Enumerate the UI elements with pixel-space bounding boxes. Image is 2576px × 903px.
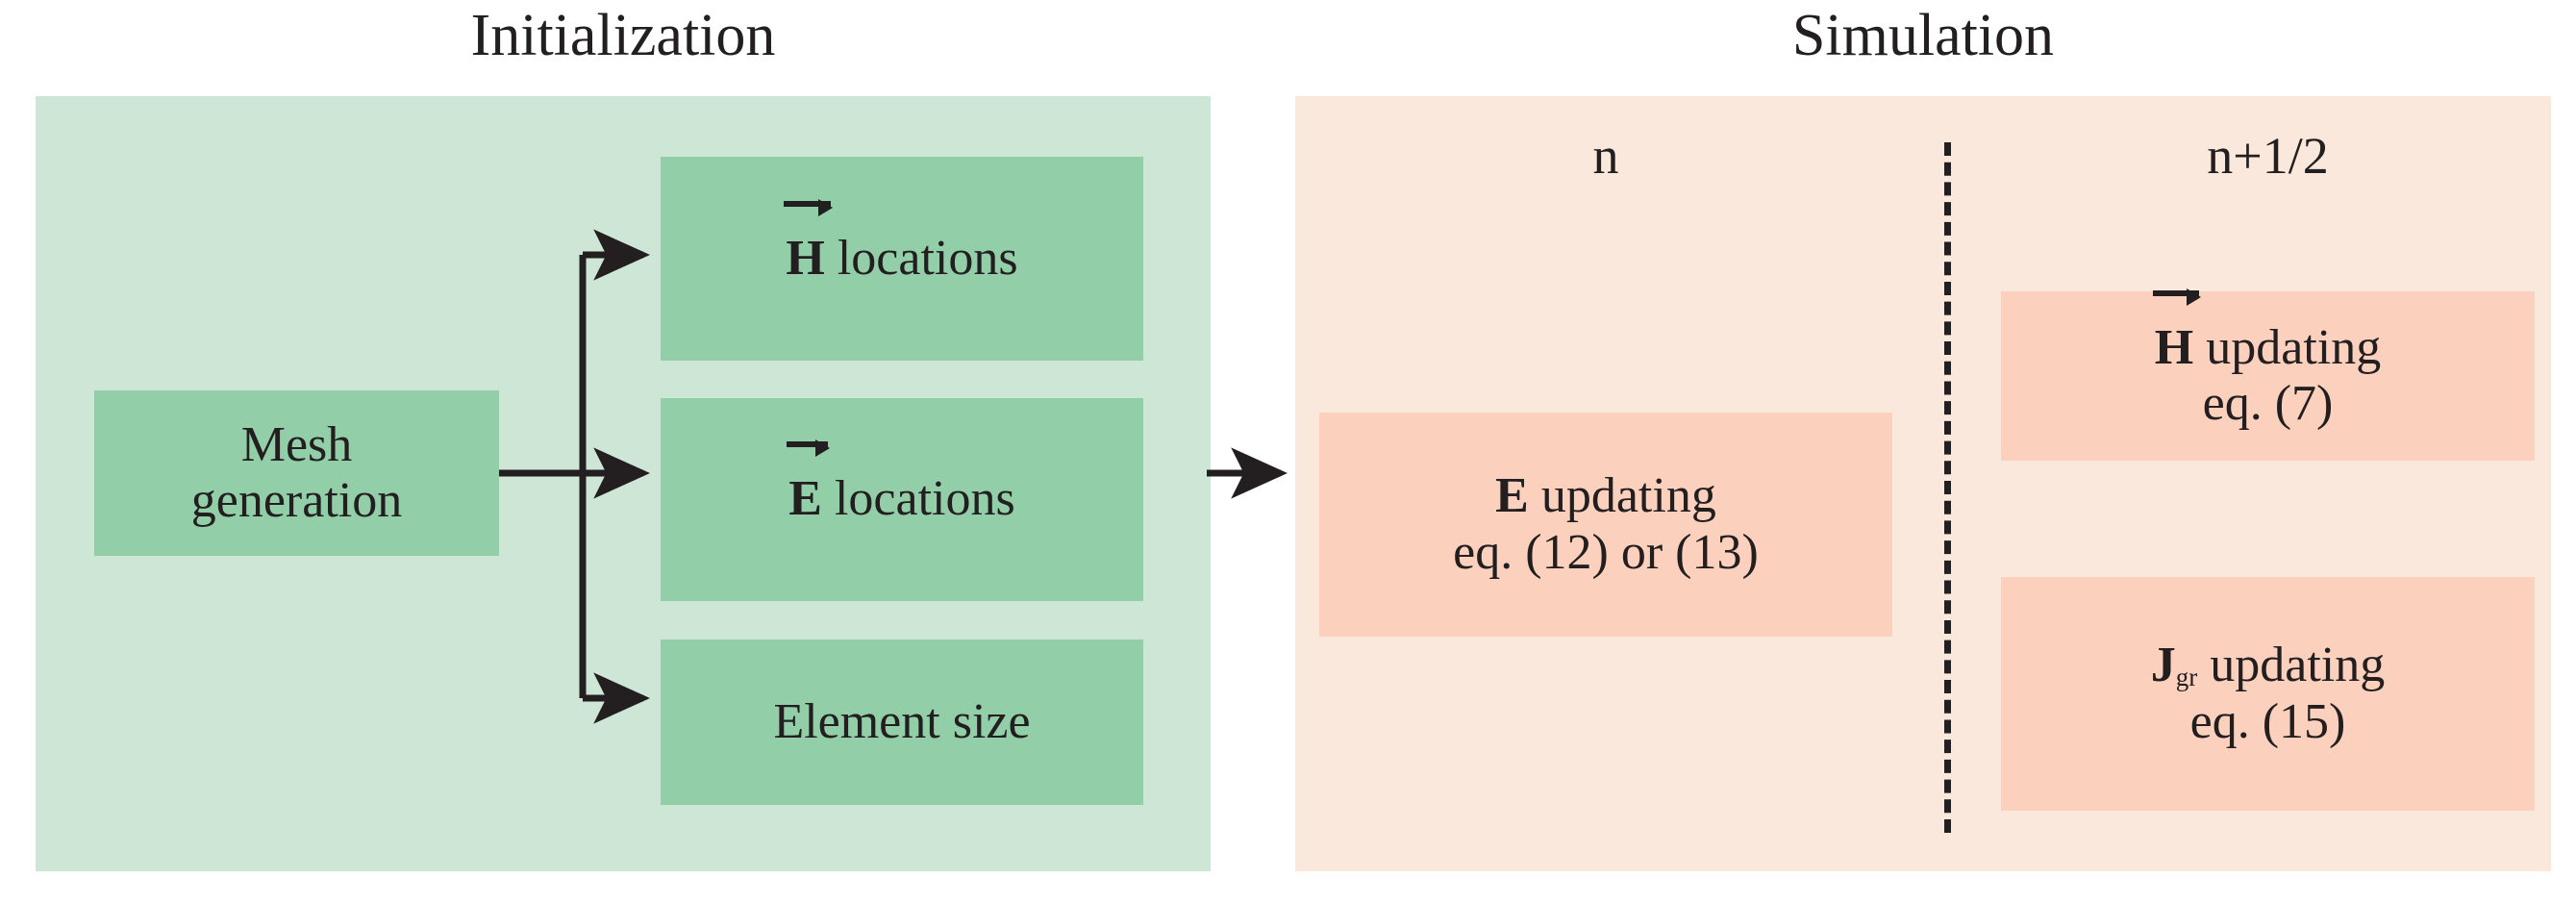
- e-updating-line-2: eq. (12) or (13): [1453, 524, 1759, 580]
- box-e-updating[interactable]: E updating eq. (12) or (13): [1319, 413, 1892, 637]
- phase-divider-dashed-line: [1944, 142, 1951, 833]
- e-updating-line-1: E updating: [1453, 468, 1759, 524]
- h-vector-symbol: H: [784, 198, 834, 287]
- phase-label-n: n: [1592, 127, 1619, 185]
- box-mesh-generation[interactable]: Mesh generation: [94, 390, 499, 556]
- e-symbol-letter: E: [788, 471, 822, 527]
- e-updating-verb: updating: [1540, 468, 1716, 524]
- box-h-locations-text: H locations: [784, 198, 1018, 287]
- h-updating-vector-symbol: H: [2152, 288, 2202, 376]
- box-h-updating[interactable]: H updating eq. (7): [2001, 288, 2535, 461]
- page-title-simulation: Simulation: [1791, 3, 2055, 68]
- j-updating-line-1: Jgr updating: [2151, 638, 2386, 693]
- e-updating-symbol: E: [1495, 468, 1529, 524]
- box-j-gr-updating[interactable]: Jgr updating eq. (15): [2001, 577, 2535, 811]
- mesh-line-2: generation: [190, 473, 403, 528]
- box-mesh-generation-text: Mesh generation: [191, 417, 402, 529]
- h-updating-verb: updating: [2206, 319, 2382, 375]
- e-locations-label: locations: [834, 471, 1015, 527]
- h-updating-symbol-letter: H: [2154, 319, 2194, 375]
- box-element-size[interactable]: Element size: [661, 640, 1143, 805]
- j-updating-symbol: J: [2150, 638, 2176, 693]
- mesh-line-1: Mesh: [240, 416, 353, 472]
- box-e-locations-text: E locations: [787, 439, 1015, 527]
- h-locations-label: locations: [837, 230, 1018, 286]
- j-updating-verb: updating: [2210, 638, 2386, 693]
- box-e-locations[interactable]: E locations: [661, 398, 1143, 601]
- box-j-gr-updating-text: Jgr updating eq. (15): [2151, 638, 2386, 749]
- e-vector-symbol: E: [787, 439, 830, 527]
- phase-label-n-plus-half: n+1/2: [2207, 127, 2329, 185]
- h-updating-line-1: H updating: [2152, 288, 2382, 376]
- box-h-updating-text: H updating eq. (7): [2152, 288, 2382, 432]
- j-updating-line-2: eq. (15): [2189, 693, 2346, 749]
- box-h-locations[interactable]: H locations: [661, 157, 1143, 361]
- box-e-updating-text: E updating eq. (12) or (13): [1453, 468, 1759, 580]
- page-title-initialization: Initialization: [470, 3, 776, 68]
- h-symbol-letter: H: [786, 230, 825, 286]
- j-updating-subscript: gr: [2175, 663, 2198, 692]
- h-updating-line-2: eq. (7): [2202, 376, 2334, 431]
- box-element-size-text: Element size: [773, 693, 1031, 749]
